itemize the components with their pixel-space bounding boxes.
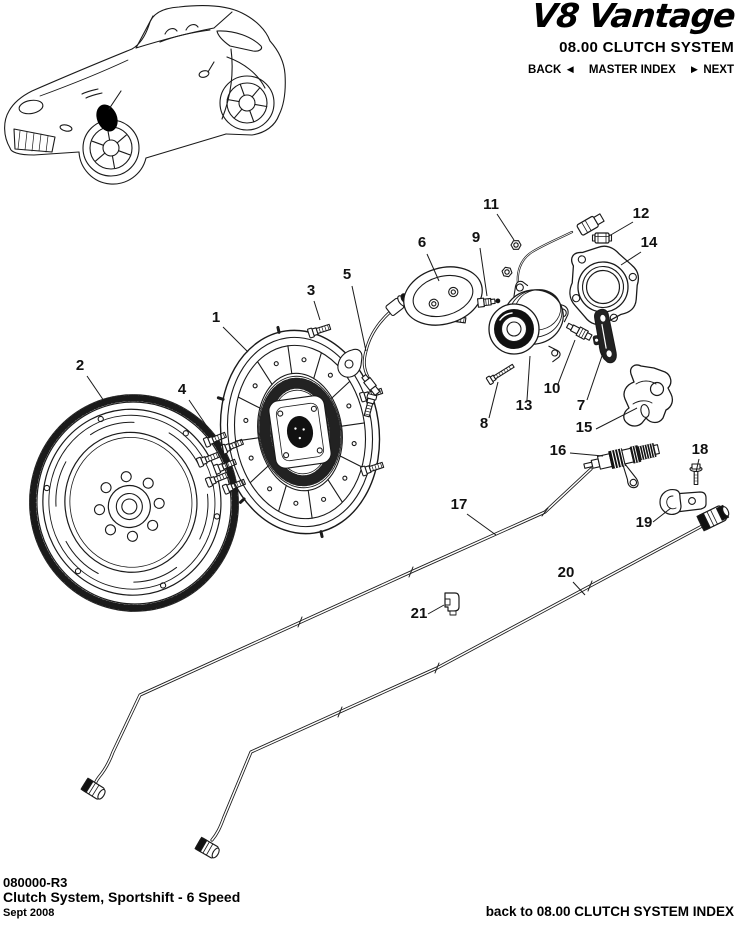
callout-11: 11	[483, 196, 499, 213]
callout-leader-12	[608, 221, 634, 237]
callout-leader-6	[426, 253, 440, 282]
callout-10: 10	[544, 380, 561, 397]
callout-leader-8	[488, 381, 499, 419]
pipe-bracket	[659, 489, 707, 515]
callout-13: 13	[516, 397, 533, 414]
callout-1: 1	[212, 309, 220, 326]
callout-leader-2	[86, 375, 105, 402]
callout-16: 16	[550, 442, 567, 459]
callout-leader-13	[526, 355, 531, 401]
callout-20: 20	[558, 564, 575, 581]
pipe-union	[565, 322, 593, 341]
bleed-screw	[477, 297, 501, 308]
callout-21: 21	[411, 605, 428, 622]
clutch-pipe-upper	[80, 467, 593, 800]
rear-wheel	[219, 75, 275, 131]
doc-date: Sept 2008	[3, 907, 55, 919]
callout-19: 19	[636, 514, 653, 531]
pipe-grommet	[696, 504, 730, 532]
pipe-clip	[444, 592, 460, 616]
support-bracket	[623, 364, 673, 427]
page-nav: BACK ◄ MASTER INDEX ► NEXT	[528, 64, 734, 76]
callout-leader-4	[188, 399, 209, 429]
car-location-illustration	[4, 5, 286, 185]
callout-leader-17	[466, 513, 497, 536]
callout-15: 15	[576, 419, 593, 436]
callout-3: 3	[307, 282, 315, 299]
callout-leader-10	[557, 339, 576, 385]
bracket-bolt	[689, 463, 703, 486]
callout-leader-20	[572, 581, 586, 596]
csc-adapter-plate	[569, 245, 639, 326]
nav-next-link[interactable]: ► NEXT	[688, 64, 734, 76]
callout-6: 6	[418, 234, 426, 251]
callout-5: 5	[343, 266, 351, 283]
harness-clip	[591, 232, 613, 244]
callout-leader-1	[222, 326, 249, 353]
callout-7: 7	[577, 397, 585, 414]
slave-cylinder	[488, 213, 605, 363]
callout-leader-9	[479, 247, 488, 297]
callout-17: 17	[451, 496, 468, 513]
callout-leader-7	[586, 352, 604, 401]
callout-2: 2	[76, 357, 84, 374]
callout-leader-21	[427, 604, 445, 615]
callout-9: 9	[472, 229, 480, 246]
callout-leader-5	[351, 285, 367, 352]
index-back-link[interactable]: back to 08.00 CLUTCH SYSTEM INDEX	[485, 904, 734, 919]
oval-gasket	[403, 266, 483, 326]
callout-18: 18	[692, 441, 709, 458]
doc-title: Clutch System, Sportshift - 6 Speed	[3, 889, 241, 905]
callout-14: 14	[641, 234, 658, 251]
clutch-pipe-lower	[194, 504, 730, 859]
callout-leader-15	[595, 407, 638, 430]
callout-leader-3	[313, 300, 321, 321]
callout-12: 12	[633, 205, 650, 222]
doc-number: 080000-R3	[3, 875, 68, 890]
long-bolt	[485, 363, 515, 385]
callout-leader-14	[620, 251, 642, 266]
section-title: 08.00 CLUTCH SYSTEM	[559, 39, 734, 56]
callout-leader-19	[652, 507, 672, 523]
callout-leader-16	[569, 452, 604, 457]
clutch-location-marker	[96, 104, 118, 132]
csc-gasket	[592, 308, 617, 364]
callout-4: 4	[178, 381, 187, 398]
flywheel	[29, 394, 239, 612]
callout-8: 8	[480, 415, 488, 432]
clutch-feed-pipe	[337, 293, 411, 418]
callout-leader-18	[695, 458, 700, 473]
pipe-damper	[583, 443, 660, 489]
callout-leader-11	[496, 213, 515, 241]
harness-connector	[576, 213, 605, 236]
nav-back-link[interactable]: BACK ◄	[528, 64, 576, 76]
nav-master-index-link[interactable]: MASTER INDEX	[588, 64, 676, 76]
